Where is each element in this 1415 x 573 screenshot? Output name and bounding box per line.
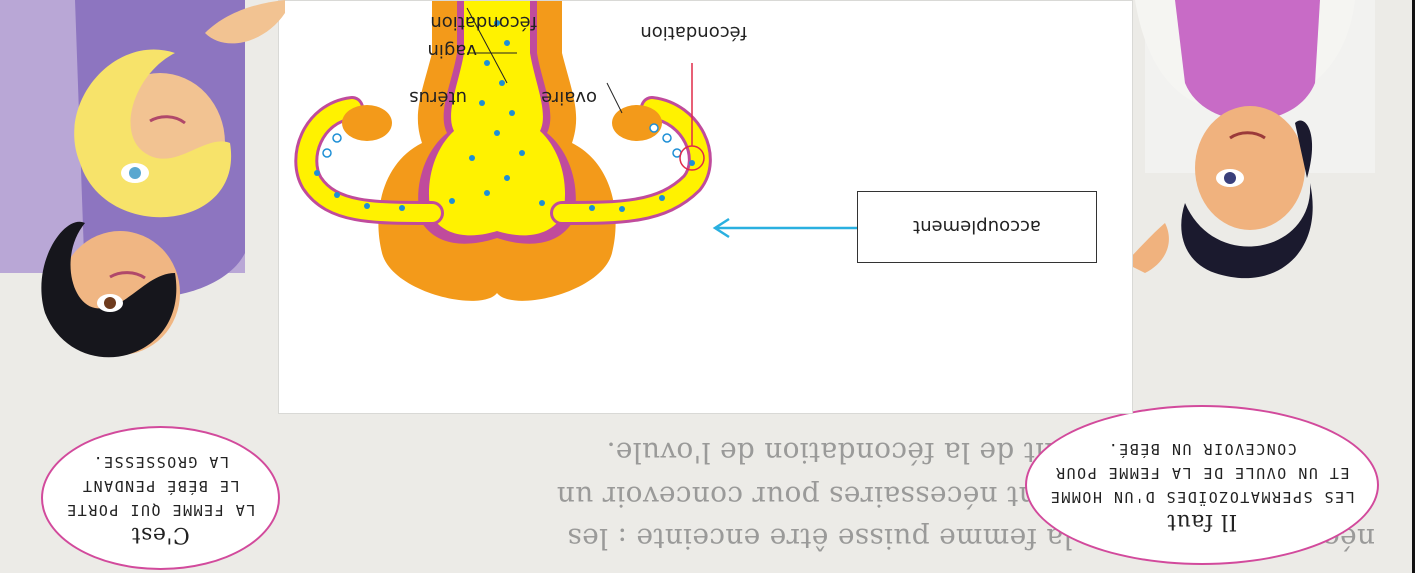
- bubble-left-line-2: LE BÉBÉ PENDANT: [43, 474, 278, 498]
- label-fecondation-side: fécondation: [640, 22, 747, 43]
- label-vagin: vagin: [427, 40, 477, 61]
- bubble-right-line-2: ET UN OVULE DE LA FEMME POUR: [1027, 461, 1377, 485]
- character-left: [1125, 0, 1415, 383]
- label-fecondation-top: fécondation: [430, 12, 537, 33]
- bubble-right-line-3: CONCEVOIR UN BÉBÉ.: [1027, 437, 1377, 461]
- arrow-to-uterus: [707, 213, 857, 243]
- bubble-right-line-1: LES SPERMATOZOÏDES D'UN HOMME: [1027, 485, 1377, 509]
- bubble-right-lead: Il faut: [1027, 509, 1377, 533]
- speech-bubble-left: C'est LA FEMME QUI PORTE LE BÉBÉ PENDANT…: [41, 426, 280, 570]
- label-ovaire: ovaire: [541, 87, 597, 108]
- uterus-diagram: [292, 1, 722, 413]
- speech-bubble-right: Il faut LES SPERMATOZOÏDES D'UN HOMME ET…: [1025, 405, 1379, 565]
- bubble-left-line-1: LA FEMME QUI PORTE: [43, 498, 278, 522]
- bubble-left-line-3: LA GROSSESSE.: [43, 450, 278, 474]
- diagram-card: accouplement: [279, 1, 1132, 413]
- accouplement-box: accouplement: [857, 191, 1097, 263]
- label-uterus: utérus: [409, 87, 467, 108]
- bubble-left-lead: C'est: [43, 522, 278, 546]
